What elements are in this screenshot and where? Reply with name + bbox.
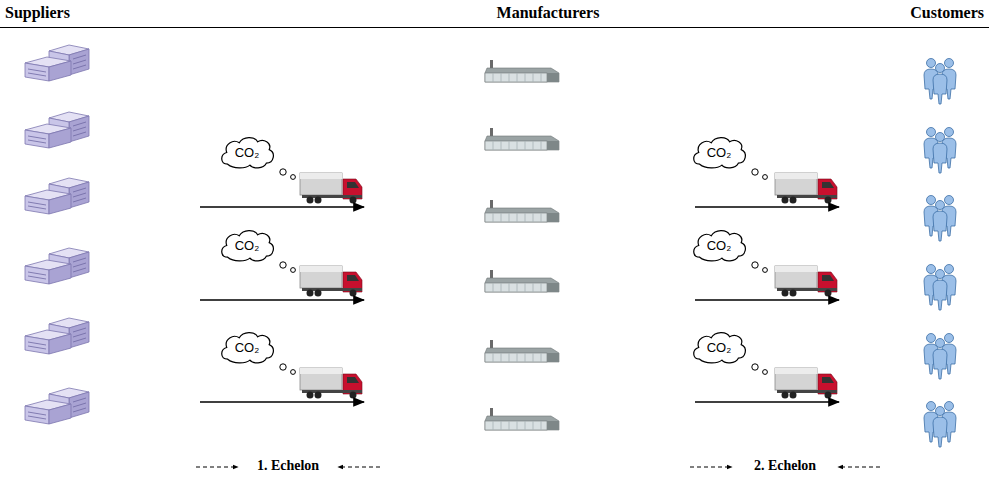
exhaust-bubble <box>280 262 286 268</box>
flow-arrow <box>695 401 839 403</box>
exhaust-bubble <box>291 175 296 180</box>
dashed-arrow <box>838 467 880 468</box>
flow-arrow <box>695 206 839 208</box>
echelon-label: 1. Echelon <box>257 458 319 474</box>
truck-icon <box>300 173 362 204</box>
exhaust-bubble <box>752 364 758 370</box>
customer-icon <box>924 59 956 105</box>
supplier-icon <box>25 318 89 354</box>
co2-cloud: CO₂ <box>690 228 748 263</box>
truck-icon <box>300 368 362 399</box>
flow-arrow <box>200 299 364 301</box>
emission-label: CO₂ <box>707 145 732 160</box>
supplier-icon <box>25 45 89 81</box>
exhaust-bubble <box>763 175 768 180</box>
transport-group <box>200 169 839 402</box>
exhaust-bubble <box>280 169 286 175</box>
flow-arrow <box>695 299 839 301</box>
echelon-label: 2. Echelon <box>754 458 816 474</box>
supplier-icon <box>25 388 89 424</box>
header-rule <box>0 27 989 28</box>
exhaust-bubble <box>752 169 758 175</box>
customer-icon <box>924 334 956 380</box>
column-heading: Customers <box>910 4 984 22</box>
exhaust-bubble <box>763 370 768 375</box>
co2-cloud: CO₂ <box>218 228 276 263</box>
co2-cloud: CO₂ <box>218 330 276 365</box>
truck-icon <box>775 173 837 204</box>
dashed-arrow <box>338 467 380 468</box>
exhaust-bubble <box>280 364 286 370</box>
emission-label: CO₂ <box>707 340 732 355</box>
customer-icon <box>924 196 956 242</box>
truck-icon <box>300 266 362 297</box>
customer-icon <box>924 265 956 311</box>
emission-label: CO₂ <box>707 238 732 253</box>
column-heading: Suppliers <box>5 4 70 22</box>
supplier-icon <box>25 248 89 284</box>
factory-icon <box>485 60 559 82</box>
exhaust-bubble <box>763 268 768 273</box>
exhaust-bubble <box>291 268 296 273</box>
emission-label: CO₂ <box>235 340 260 355</box>
factory-icon <box>485 408 559 430</box>
factory-icon <box>485 200 559 222</box>
truck-icon <box>775 368 837 399</box>
exhaust-bubble <box>752 262 758 268</box>
dashed-arrow <box>690 467 732 468</box>
truck-icon <box>775 266 837 297</box>
customer-icon <box>924 402 956 448</box>
exhaust-bubble <box>291 370 296 375</box>
flow-arrow <box>200 401 364 403</box>
dashed-arrow <box>196 467 238 468</box>
emission-label: CO₂ <box>235 238 260 253</box>
co2-cloud: CO₂ <box>218 135 276 170</box>
factory-icon <box>485 128 559 150</box>
customer-icon <box>924 128 956 174</box>
supplier-icon <box>25 178 89 214</box>
emission-label: CO₂ <box>235 145 260 160</box>
factory-icon <box>485 340 559 362</box>
flow-arrow <box>200 206 364 208</box>
supplier-icon <box>25 112 89 148</box>
column-heading: Manufacturers <box>497 4 600 22</box>
co2-cloud: CO₂ <box>690 135 748 170</box>
factory-icon <box>485 270 559 292</box>
co2-cloud: CO₂ <box>690 330 748 365</box>
